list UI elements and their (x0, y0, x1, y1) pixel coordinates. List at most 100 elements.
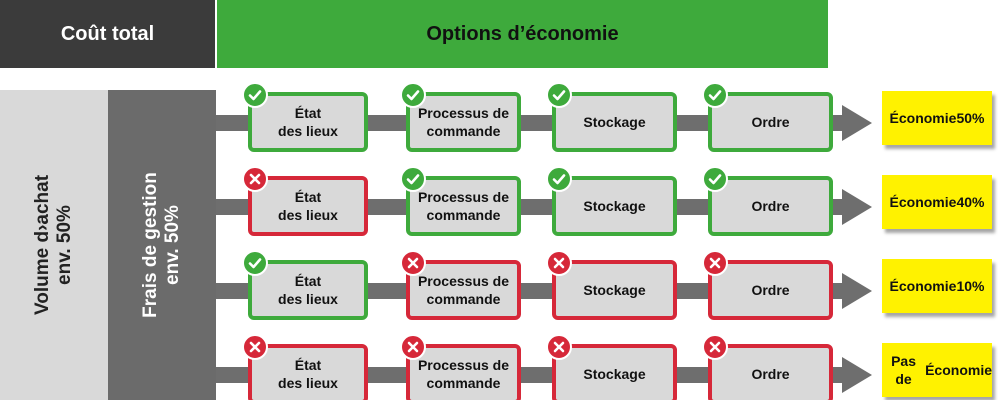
step-label: État des lieux (278, 356, 338, 392)
savings-result-badge: Pas de Économie (882, 343, 992, 397)
step-ordre: Ordre (702, 250, 833, 320)
arrow-right-icon (842, 357, 872, 393)
step-label-line: Ordre (751, 282, 790, 298)
step-label: Ordre (751, 113, 789, 131)
step-label: Processus de commande (410, 104, 517, 140)
savings-result-line: Économie (889, 110, 957, 126)
management-costs-column: Frais de gestion env. 50% (108, 90, 216, 400)
step-label-line: Processus de (417, 357, 510, 373)
step-label-line: État (294, 357, 322, 373)
step-stockage: Stockage (546, 166, 677, 236)
step-ordre: Ordre (702, 166, 833, 236)
step-label: Ordre (751, 281, 789, 299)
purchase-volume-line-2: env. 50% (54, 205, 75, 285)
management-costs-line-1: Frais de gestion (140, 172, 162, 318)
step-label-line: Stockage (583, 198, 646, 214)
scenario-row: État des lieux Processus de commande Stockag… (216, 82, 998, 168)
step-label-line: Processus de (417, 189, 510, 205)
check-icon (242, 82, 268, 108)
flow-line (216, 367, 844, 383)
step-label-line: des lieux (278, 123, 338, 139)
check-icon (400, 166, 426, 192)
header-total-cost-label: Coût total (60, 22, 155, 45)
step-processus-de-commande: Processus de commande (400, 334, 521, 400)
step-label: Processus de commande (410, 188, 517, 224)
step-etat-des-lieux: État des lieux (242, 334, 368, 400)
step-processus-de-commande: Processus de commande (400, 166, 521, 236)
savings-result-line: Pas de (891, 353, 916, 387)
step-label: Stockage (583, 197, 645, 215)
step-label: État des lieux (278, 104, 338, 140)
step-label-line: Ordre (751, 198, 790, 214)
purchase-volume-line-1: Volume d›achat (32, 174, 53, 316)
check-icon (702, 166, 728, 192)
step-ordre: Ordre (702, 82, 833, 152)
step-stockage: Stockage (546, 334, 677, 400)
step-label-line: des lieux (278, 291, 338, 307)
flow-line (216, 199, 844, 215)
cross-icon (242, 166, 268, 192)
purchase-volume-column: Volume d›achat env. 50% (0, 90, 108, 400)
header-saving-options-label: Options d’économie (426, 22, 619, 45)
check-icon (400, 82, 426, 108)
header-saving-options: Options d’économie (217, 0, 828, 68)
step-label-line: commande (426, 291, 501, 307)
step-label-line: Processus de (417, 273, 510, 289)
check-icon (546, 166, 572, 192)
step-stockage: Stockage (546, 250, 677, 320)
step-label: Ordre (751, 365, 789, 383)
flow-line (216, 115, 844, 131)
management-costs-line-2: env. 50% (162, 205, 184, 285)
savings-result-line: Économie (889, 194, 957, 210)
step-label-line: État (294, 273, 322, 289)
step-etat-des-lieux: État des lieux (242, 82, 368, 152)
savings-result-line: 50% (956, 110, 985, 126)
arrow-right-icon (842, 105, 872, 141)
step-ordre: Ordre (702, 334, 833, 400)
flow-line (216, 283, 844, 299)
check-icon (546, 82, 572, 108)
step-label-line: commande (426, 375, 501, 391)
scenario-row: État des lieux Processus de commande Stockag… (216, 334, 998, 400)
purchase-volume-label: Volume d›achat env. 50% (32, 175, 76, 315)
step-label: Stockage (583, 365, 645, 383)
step-etat-des-lieux: État des lieux (242, 250, 368, 320)
step-label: Stockage (583, 113, 645, 131)
check-icon (702, 82, 728, 108)
step-label-line: État (294, 189, 322, 205)
cross-icon (702, 250, 728, 276)
step-label: Processus de commande (410, 356, 517, 392)
step-label-line: Processus de (417, 105, 510, 121)
check-icon (242, 250, 268, 276)
scenario-row: État des lieux Processus de commande Stockag… (216, 250, 998, 336)
arrow-right-icon (842, 189, 872, 225)
savings-result-line: Économie (889, 278, 957, 294)
step-label-line: Stockage (583, 366, 646, 382)
step-label: Ordre (751, 197, 789, 215)
savings-result-line: 10% (956, 278, 985, 294)
step-label-line: commande (426, 207, 501, 223)
step-processus-de-commande: Processus de commande (400, 250, 521, 320)
header-total-cost: Coût total (0, 0, 215, 68)
cross-icon (546, 250, 572, 276)
step-label-line: Ordre (751, 114, 790, 130)
cross-icon (546, 334, 572, 360)
step-label-line: État (294, 105, 322, 121)
step-label: Processus de commande (410, 272, 517, 308)
step-label: État des lieux (278, 272, 338, 308)
savings-result-line: Économie (925, 362, 992, 378)
step-label-line: Ordre (751, 366, 790, 382)
step-label-line: des lieux (278, 375, 338, 391)
step-label-line: Stockage (583, 282, 646, 298)
cross-icon (400, 334, 426, 360)
step-label-line: commande (426, 123, 501, 139)
cross-icon (242, 334, 268, 360)
cross-icon (702, 334, 728, 360)
savings-result-line: 40% (956, 194, 985, 210)
